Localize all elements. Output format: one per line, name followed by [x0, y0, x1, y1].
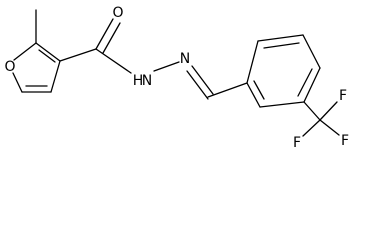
- bond-n-ch-double: [186, 70, 209, 100]
- atom-label-fluorine-2: F: [341, 133, 349, 149]
- bond-o1-c2: [13, 42, 37, 61]
- hydrazide-chain: [59, 18, 248, 100]
- bond-carbonyl-n: [95, 48, 132, 74]
- bond-n-n: [153, 61, 180, 72]
- bond-b3-b4: [302, 34, 321, 69]
- trifluoromethyl-group: [302, 101, 340, 137]
- bond-b4-b5: [303, 67, 321, 103]
- bond-n-ch: [191, 65, 214, 95]
- furan-ring: [12, 42, 61, 93]
- atom-label-furan-oxygen: O: [4, 59, 15, 75]
- bond-c2-c3-inner: [38, 49, 56, 63]
- bond-b6-b1-inner: [253, 80, 265, 100]
- atom-label-carbonyl-oxygen: O: [112, 5, 123, 21]
- bond-cf3-f3: [302, 119, 321, 137]
- bond-cf3-f1: [319, 101, 338, 121]
- bond-c2-c3: [35, 42, 61, 62]
- bond-c5-o1: [12, 72, 23, 93]
- bond-b5-b6: [259, 101, 305, 108]
- atom-label-fluorine-1: F: [339, 88, 347, 104]
- atom-label-amide-hydrogen: H: [133, 73, 144, 89]
- bond-carbonyl-o-double: [102, 22, 121, 54]
- bond-carbonyl-o: [95, 18, 114, 50]
- atom-label-fluorine-3: F: [293, 135, 301, 151]
- chemical-structure-diagram: O O N H N F F F: [4, 5, 349, 151]
- bond-b6-b1: [246, 82, 261, 108]
- bond-c3-c4: [50, 60, 61, 93]
- bond-b1-b2: [246, 40, 259, 84]
- bond-b2-b3: [257, 34, 304, 42]
- bond-cf3-f2: [319, 119, 340, 136]
- atom-label-amide-nitrogen: N: [142, 73, 152, 89]
- benzene-ring: [246, 34, 321, 108]
- bond-b4-b5-inner: [297, 68, 313, 97]
- bond-ch-ring: [207, 82, 248, 98]
- bond-b2-b3-inner: [263, 42, 300, 49]
- atom-label-imine-nitrogen: N: [180, 51, 190, 67]
- bond-ring-cf3: [303, 101, 321, 121]
- bond-c3-carbonyl: [59, 48, 97, 62]
